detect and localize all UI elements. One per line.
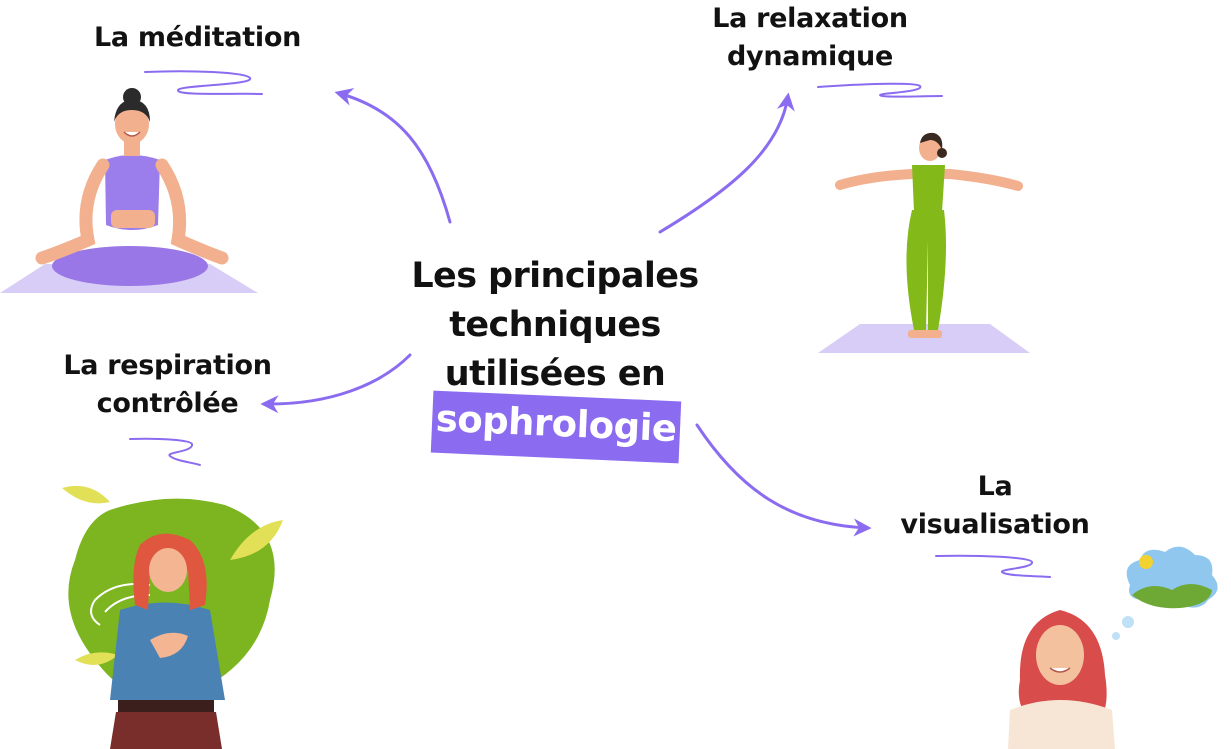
squiggle-visualisation <box>935 554 1051 578</box>
connectors <box>260 88 872 537</box>
arrow-to-relaxation <box>658 92 795 234</box>
label-respiration-line-1: La respiration <box>63 350 272 381</box>
squiggles <box>129 70 1051 578</box>
leaf-top <box>62 485 110 504</box>
hair <box>920 132 943 150</box>
leaf-left <box>75 652 118 665</box>
thought-bubble-small <box>1112 632 1120 640</box>
label-relaxation-line-1: La relaxation <box>712 3 908 34</box>
hair <box>133 533 207 610</box>
face <box>1036 625 1084 685</box>
sun-icon <box>1139 555 1153 569</box>
center-title-line-2: techniques <box>449 305 661 345</box>
face <box>149 548 187 592</box>
smile <box>1049 667 1071 673</box>
cloud-hills <box>1132 584 1212 609</box>
squiggle-meditation <box>144 70 263 95</box>
arrow-to-meditation <box>334 88 452 224</box>
respiration-illustration <box>62 485 283 749</box>
head <box>115 104 149 144</box>
jacket <box>1008 700 1115 749</box>
highlight-badge: sophrologie <box>430 390 682 464</box>
squiggle-relaxation <box>817 82 943 98</box>
arrow-to-respiration <box>260 353 412 414</box>
arrow-to-visualisation <box>695 423 872 537</box>
label-visualisation-line-2: visualisation <box>900 509 1090 540</box>
label-visualisation: La visualisation <box>880 468 1110 544</box>
label-relaxation: La relaxation dynamique <box>690 0 930 76</box>
center-title-line-1: Les principales <box>411 256 699 296</box>
belt <box>118 700 214 712</box>
label-relaxation-line-2: dynamique <box>727 41 893 72</box>
relaxation-illustration <box>818 132 1030 353</box>
label-meditation: La méditation <box>70 19 325 57</box>
leaf-right <box>230 520 283 560</box>
yoga-mat <box>818 324 1030 353</box>
label-meditation-line-1: La méditation <box>93 22 301 53</box>
hair <box>114 100 150 122</box>
center-title: Les principales techniques utilisées en <box>380 252 730 399</box>
label-visualisation-line-1: La <box>977 471 1013 502</box>
torso <box>912 165 945 212</box>
arm-right <box>155 158 229 265</box>
highlight-text: sophrologie <box>434 396 678 451</box>
visualisation-illustration <box>1008 546 1218 749</box>
smile <box>123 131 141 137</box>
squiggle-respiration <box>129 437 201 466</box>
thought-bubble-large <box>1122 616 1134 628</box>
feet <box>908 330 942 338</box>
label-respiration: La respiration contrôlée <box>40 347 295 423</box>
belly <box>111 210 155 228</box>
label-respiration-line-2: contrôlée <box>96 388 239 419</box>
meditation-illustration <box>0 88 258 293</box>
pants <box>110 712 222 749</box>
legs <box>906 210 946 330</box>
hand <box>150 632 188 658</box>
arm-left <box>35 158 110 265</box>
hair-bun <box>937 148 947 158</box>
center-title-line-3: utilisées en <box>444 354 666 394</box>
hair-bun <box>123 88 141 106</box>
crossed-legs <box>52 246 208 286</box>
